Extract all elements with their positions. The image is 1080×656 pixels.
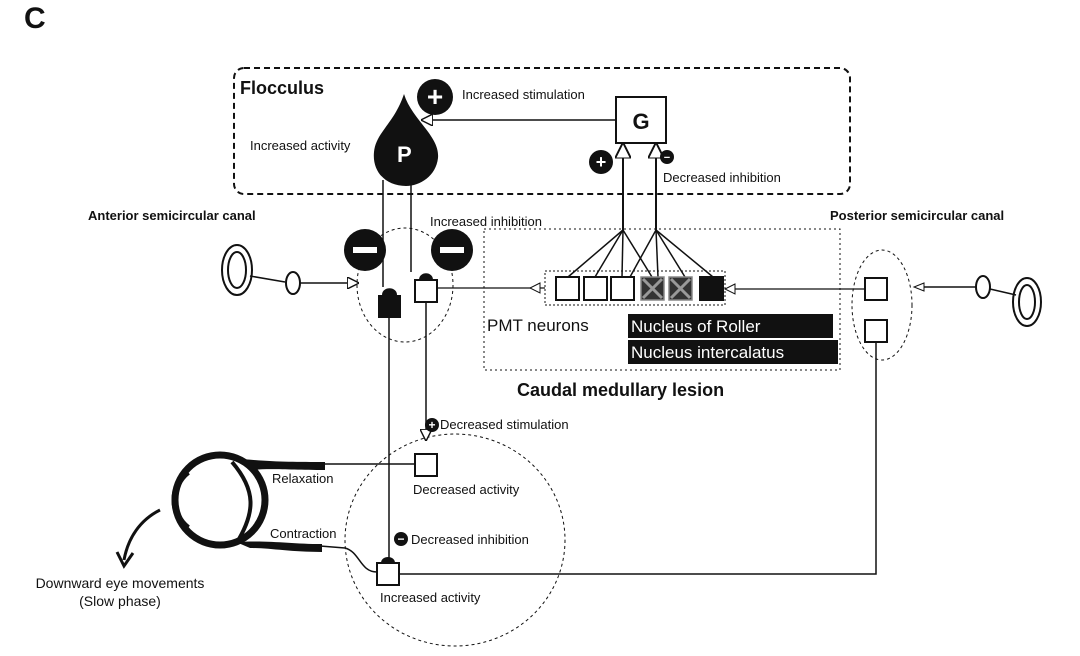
contraction-nerve [319, 545, 378, 573]
flocculus-region [233, 67, 851, 195]
eye-icon [171, 451, 325, 552]
plus-sign-icon [425, 418, 439, 432]
plus-sign-glyph: + [596, 152, 607, 172]
panel-label: C [24, 2, 46, 35]
oculomotor-ellipse [344, 433, 566, 647]
pmt-neurons-label: PMT neurons [487, 316, 589, 335]
eye-movement-label-line2: (Slow phase) [79, 593, 161, 609]
plus-sign-icon [589, 150, 613, 174]
lesion-x-mark [669, 277, 692, 300]
increased-inhibition-label: Increased inhibition [430, 214, 542, 229]
increased-stimulation-label: Increased stimulation [462, 87, 585, 102]
anterior-canal-ring-outer [221, 244, 253, 296]
posterior-canal-stalk [989, 288, 1017, 296]
anterior-nucleus-neuron-filled [378, 295, 401, 318]
terminal-bouton [382, 288, 397, 295]
relaxation-label: Relaxation [272, 471, 333, 486]
golgi-label: G [632, 109, 649, 134]
pmt-neuron-box [610, 276, 635, 301]
nucleus-intercalatus-label: Nucleus intercalatus [631, 343, 784, 362]
posterior-nucleus-neuron [864, 277, 888, 301]
posterior-projection-line [398, 342, 877, 575]
terminal-bouton [419, 273, 433, 280]
purkinje-cell [373, 94, 439, 186]
decreased-inhibition-top-label: Decreased inhibition [663, 170, 781, 185]
arrow-head [723, 283, 736, 295]
purkinje-label: P [397, 142, 412, 167]
flocculus-label: Flocculus [240, 78, 324, 98]
fan-lines [567, 229, 714, 278]
contraction-label: Contraction [270, 526, 336, 541]
decreased-inhibition-bottom-label: Decreased inhibition [411, 532, 529, 547]
downward-movement-arrow-icon [122, 508, 161, 561]
lesion-x-mark [641, 277, 664, 300]
anterior-canal-ring-inner [227, 251, 247, 289]
anterior-nucleus-neuron [414, 279, 438, 303]
decreased-stimulation-label: Decreased stimulation [440, 417, 569, 432]
intercalatus-label-bg [628, 340, 838, 364]
plus-sign-icon [417, 79, 453, 115]
minus-sign-glyph [440, 247, 464, 253]
posterior-canal-ring-outer [1012, 277, 1042, 327]
posterior-nucleus-ellipse [851, 249, 913, 361]
lesion-region [483, 228, 841, 371]
posterior-canal-label: Posterior semicircular canal [830, 208, 1004, 223]
plus-sign-glyph: + [428, 418, 435, 432]
nucleus-box-group [544, 270, 726, 306]
intercalatus-neuron [699, 276, 724, 301]
pmt-neuron-box [583, 276, 608, 301]
nucleus-roller-label: Nucleus of Roller [631, 317, 761, 336]
increased-activity-p-label: Increased activity [250, 138, 351, 153]
minus-sign-icon [660, 150, 674, 164]
pmt-neuron-box [555, 276, 580, 301]
golgi-cell [615, 96, 667, 144]
plus-sign-glyph: + [427, 81, 443, 112]
minus-sign-glyph: − [397, 532, 404, 546]
lesion-label: Caudal medullary lesion [517, 380, 724, 400]
increased-activity-bottom-label: Increased activity [380, 590, 481, 605]
oculomotor-neuron [376, 562, 400, 586]
roller-label-bg [628, 314, 833, 338]
eye-movement-label-line1: Downward eye movements [36, 575, 205, 591]
anterior-canal-ganglion [285, 271, 301, 295]
minus-sign-glyph [353, 247, 377, 253]
arrow-head [528, 282, 541, 294]
minus-sign-icon [394, 532, 408, 546]
oculomotor-neuron [414, 453, 438, 477]
posterior-nucleus-neuron [864, 319, 888, 343]
posterior-canal-ganglion [975, 275, 991, 299]
anterior-canal-stalk [249, 275, 286, 283]
terminal-bouton [381, 557, 395, 563]
decreased-activity-label: Decreased activity [413, 482, 520, 497]
anterior-canal-label: Anterior semicircular canal [88, 208, 256, 223]
minus-sign-glyph: − [664, 152, 670, 164]
arrow-head [912, 282, 925, 292]
posterior-canal-ring-inner [1018, 284, 1036, 320]
